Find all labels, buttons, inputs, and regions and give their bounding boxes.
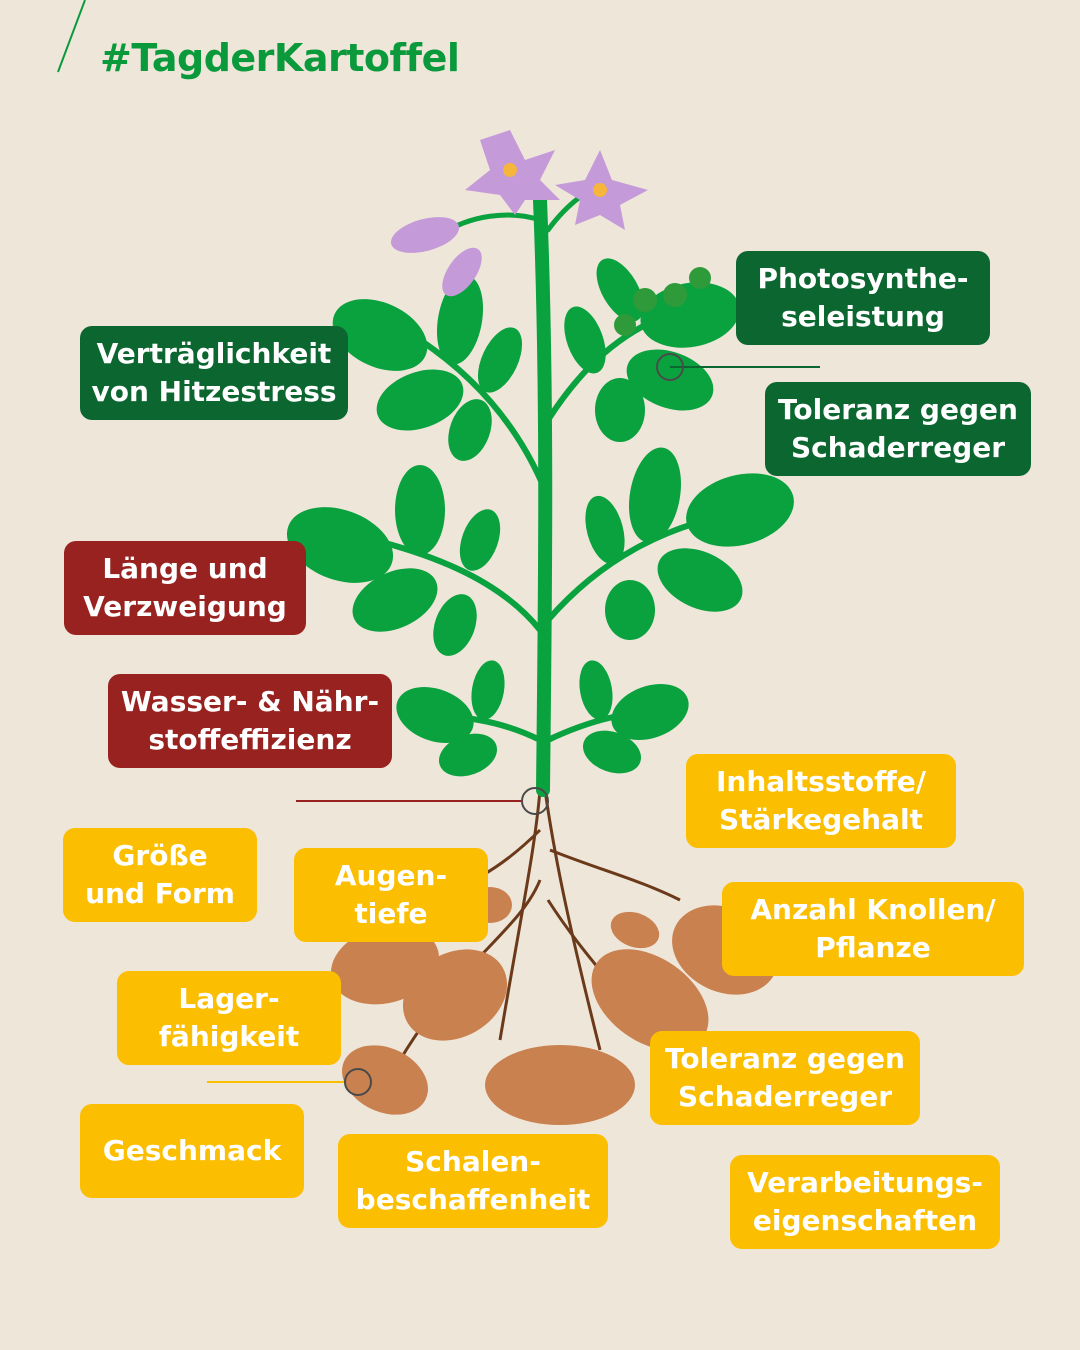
- label-wasser-naehrstoff: Wasser- & Nähr- stoffeffizienz: [108, 674, 392, 768]
- label-hitzestress: Verträglichkeit von Hitzestress: [80, 326, 348, 420]
- decorative-slash: [57, 0, 86, 73]
- connector-lines: [207, 353, 820, 1096]
- label-photosynthese: Photosynthe- seleistung: [736, 251, 990, 345]
- page-title: #TagderKartoffel: [100, 36, 460, 80]
- label-schaderreger-plant: Toleranz gegen Schaderreger: [765, 382, 1031, 476]
- berries: [614, 267, 711, 336]
- leaves: [286, 258, 794, 777]
- label-augentiefe: Augen- tiefe: [294, 848, 488, 942]
- flowers: [390, 130, 648, 297]
- label-schaderreger-tuber: Toleranz gegen Schaderreger: [650, 1031, 920, 1125]
- label-schalen: Schalen- beschaffenheit: [338, 1134, 608, 1228]
- label-geschmack: Geschmack: [80, 1104, 304, 1198]
- label-inhaltsstoffe: Inhaltsstoffe/ Stärkegehalt: [686, 754, 956, 848]
- label-lagerfaehigkeit: Lager- fähigkeit: [117, 971, 341, 1065]
- label-groesse-form: Größe und Form: [63, 828, 257, 922]
- label-anzahl-knollen: Anzahl Knollen/ Pflanze: [722, 882, 1024, 976]
- label-laenge-verzweigung: Länge und Verzweigung: [64, 541, 306, 635]
- label-verarbeitung: Verarbeitungs- eigenschaften: [730, 1155, 1000, 1249]
